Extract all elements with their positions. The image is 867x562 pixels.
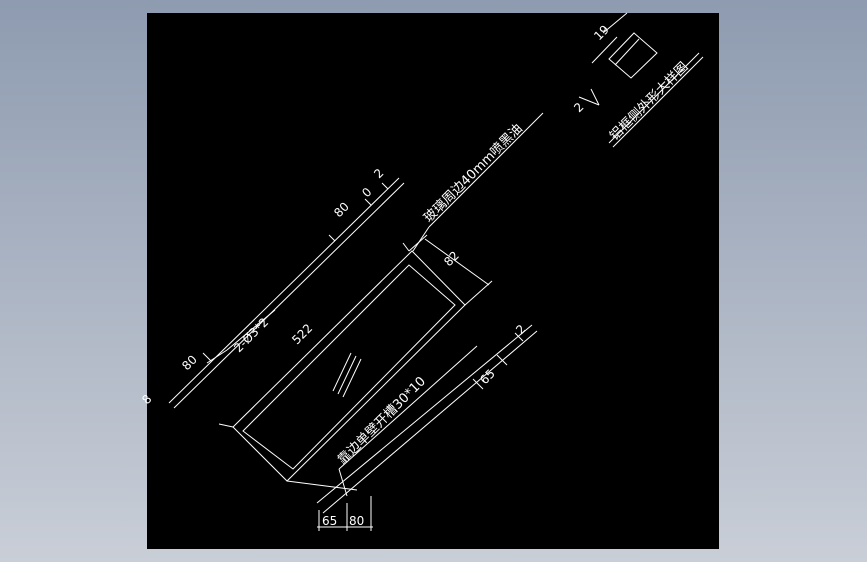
groove-label: 靠边单壁开槽30*10 bbox=[335, 374, 429, 468]
dim-522: 522 bbox=[289, 321, 315, 347]
extension-lines bbox=[218, 234, 493, 491]
dim-0-top: 0 bbox=[359, 185, 374, 200]
dim-19: 19 bbox=[591, 22, 612, 43]
dim-holes: 2-Ø3*2 bbox=[231, 315, 271, 355]
leader-lines bbox=[206, 112, 544, 497]
dim-2-top: 2 bbox=[371, 166, 386, 181]
dim-80-bottom: 80 bbox=[349, 514, 364, 528]
bottom-small-dims bbox=[317, 496, 373, 531]
detail-title: 铝框侧外形大样图 bbox=[607, 60, 691, 144]
dim-2-right: 2 bbox=[513, 322, 528, 337]
right-dimension-line bbox=[424, 238, 490, 286]
cad-drawing-canvas[interactable]: 玻璃周边40mm喷黑油 靠边单壁开槽30*10 铝框侧外形大样图 522 80 … bbox=[139, 12, 719, 549]
top-dimension-line bbox=[168, 177, 405, 409]
dim-65-bottom: 65 bbox=[322, 514, 337, 528]
glass-edge-label: 玻璃周边40mm喷黑油 bbox=[421, 121, 526, 226]
dim-65-right: 65 bbox=[477, 366, 498, 387]
dim-82: 82 bbox=[441, 248, 462, 269]
glass-hatch bbox=[332, 352, 362, 398]
dim-80-top: 80 bbox=[331, 199, 352, 220]
detail-profile bbox=[578, 12, 704, 148]
dim-8-left: 8 bbox=[139, 392, 154, 407]
dim-2-detail: 2 bbox=[571, 100, 586, 115]
dim-80-left: 80 bbox=[179, 352, 200, 373]
cad-drawing: 玻璃周边40mm喷黑油 靠边单壁开槽30*10 铝框侧外形大样图 522 80 … bbox=[139, 12, 704, 531]
bottom-dimension-line bbox=[316, 324, 538, 514]
